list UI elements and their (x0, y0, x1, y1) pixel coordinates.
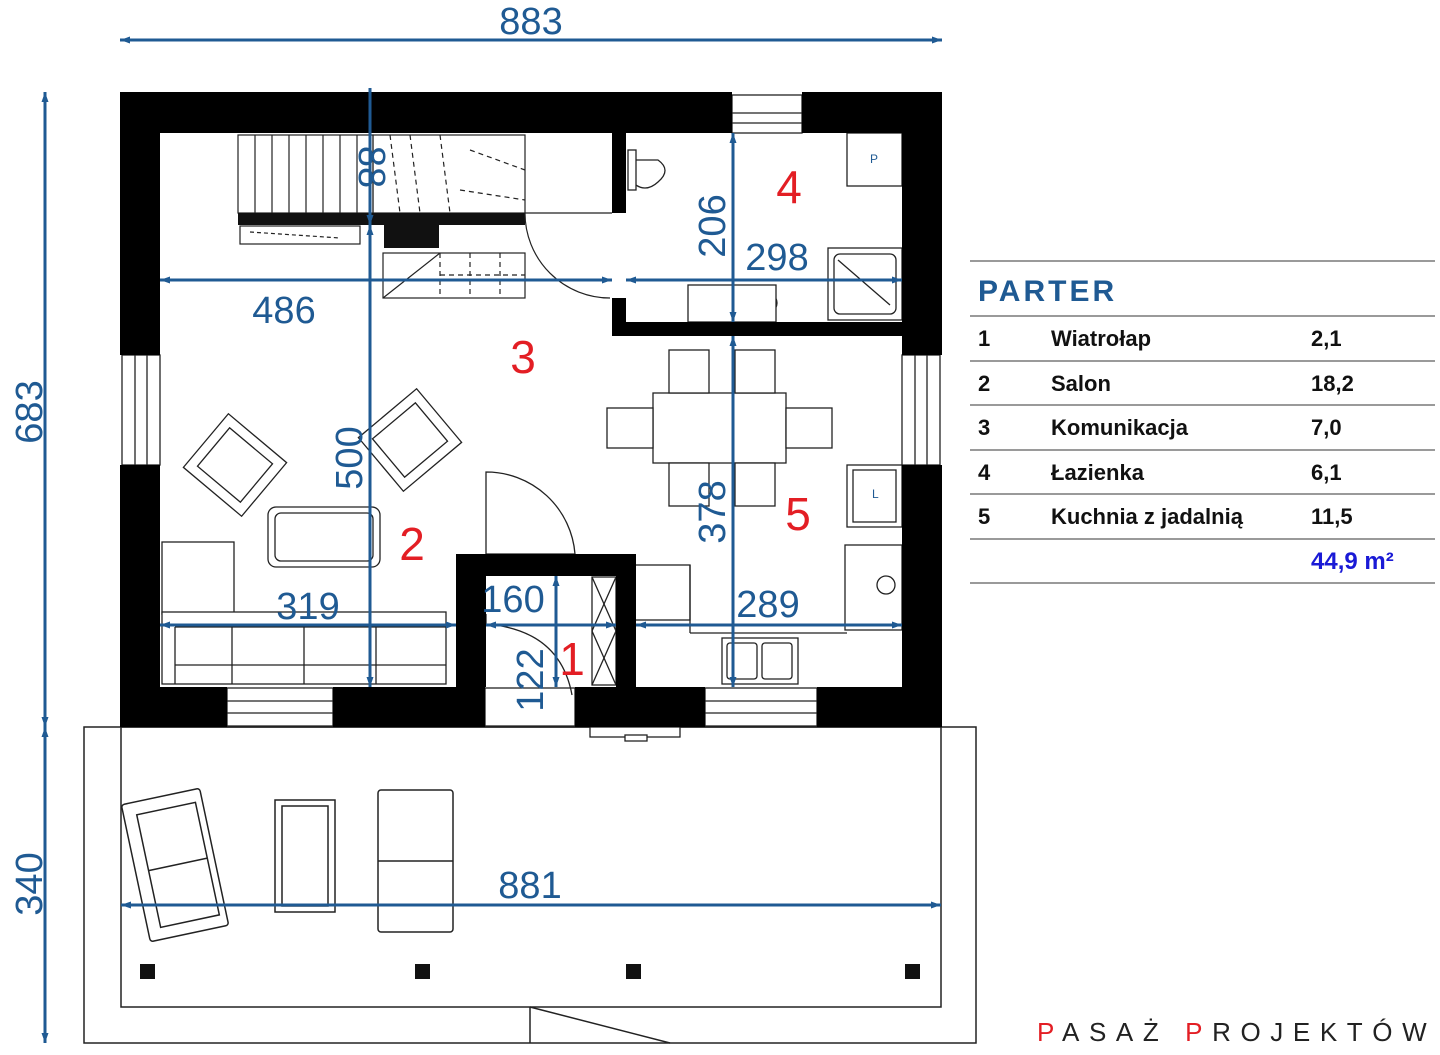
legend-room-number: 4 (978, 459, 991, 485)
terrace-furniture (121, 788, 454, 942)
legend-room-area: 6,1 (1311, 459, 1342, 485)
dim-stair-depth: 88 (350, 146, 392, 188)
legend-room-number: 1 (978, 326, 991, 351)
boiler-label: P (870, 152, 878, 166)
chimney (384, 222, 439, 248)
terrace (83, 726, 977, 1044)
legend-room-number: 2 (978, 370, 991, 396)
legend-room-name: Łazienka (1051, 459, 1144, 485)
legend-row: 1 Wiatrołap 2,1 (970, 317, 1435, 362)
brand-logo: PASAŻ PROJEKTÓW (1037, 1017, 1436, 1048)
dim-bathroom-depth: 206 (692, 194, 734, 257)
kitchen-fixtures (633, 464, 903, 685)
walls (120, 92, 942, 727)
bathroom-fixtures (627, 94, 903, 323)
fridge-label: L (872, 487, 879, 501)
dim-vestibule-width: 160 (481, 579, 544, 621)
legend-row: 3 Komunikacja 7,0 (970, 406, 1435, 451)
dim-terrace-width: 881 (498, 865, 561, 907)
legend-row: 2 Salon 18,2 (970, 362, 1435, 406)
brand-initial-2: P (1185, 1017, 1213, 1047)
legend-room-area: 2,1 (1311, 326, 1342, 351)
openings (121, 354, 941, 742)
staircase (237, 134, 526, 299)
dim-salon-depth: 500 (329, 426, 371, 489)
legend-total: 44,9 m² (970, 540, 1435, 584)
legend-room-name: Wiatrołap (1051, 326, 1152, 351)
dim-total-width: 883 (499, 1, 562, 43)
brand-word-1: ASAŻ (1062, 1017, 1186, 1047)
room-number-3: 3 (510, 331, 536, 383)
terrace-posts (140, 964, 920, 979)
legend-room-number: 5 (978, 504, 991, 529)
room-number-1: 1 (559, 633, 585, 685)
room-number-2: 2 (399, 518, 425, 570)
legend-row: 4 Łazienka 6,1 (970, 451, 1435, 495)
brand-initial-1: P (1037, 1017, 1063, 1047)
legend-room-number: 3 (978, 415, 991, 440)
legend-row: 5 Kuchnia z jadalnią 11,5 (970, 495, 1435, 540)
legend-title: PARTER (970, 260, 1435, 317)
legend-total-area: 44,9 m² (1311, 547, 1394, 575)
dimension-lines (41, 36, 942, 1043)
dim-bathroom-width: 298 (745, 237, 808, 279)
legend-room-name: Komunikacja (1051, 415, 1188, 440)
dim-kitchen-width: 289 (736, 584, 799, 626)
staircase-landing (238, 213, 525, 225)
dim-vestibule-depth: 122 (510, 648, 552, 711)
dining-set (606, 349, 833, 507)
legend-room-area: 11,5 (1311, 504, 1353, 529)
legend-room-name: Salon (1051, 370, 1111, 396)
dim-salon-width: 319 (276, 586, 339, 628)
legend-room-area: 7,0 (1311, 415, 1342, 440)
dim-kitchen-depth: 378 (692, 480, 734, 543)
legend-room-area: 18,2 (1311, 370, 1354, 396)
brand-word-2: ROJEKTÓW (1212, 1017, 1437, 1047)
area-legend: PARTER 1 Wiatrołap 2,1 2 Salon 18,2 3 Ko… (970, 260, 1435, 584)
room-number-4: 4 (776, 161, 802, 213)
room-number-5: 5 (785, 488, 811, 540)
legend-room-name: Kuchnia z jadalnią (1051, 504, 1243, 529)
dim-terrace-depth: 340 (9, 852, 51, 915)
dim-stair-width: 486 (252, 290, 315, 332)
dim-total-height: 683 (9, 380, 51, 443)
stair-to-door-swing (524, 212, 612, 299)
